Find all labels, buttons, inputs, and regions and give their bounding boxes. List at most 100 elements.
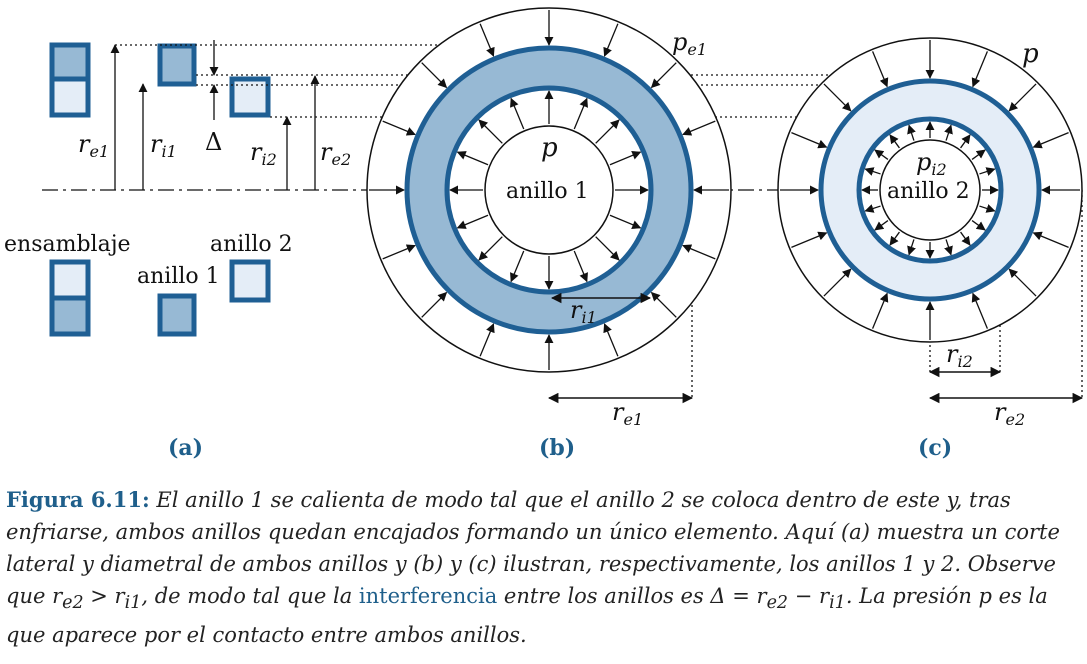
pressure-arrow	[971, 149, 986, 160]
pressure-arrow	[510, 97, 525, 130]
pressure-arrow	[682, 120, 716, 136]
pressure-arrow	[971, 292, 989, 329]
ring1-section-bottom	[157, 293, 197, 337]
pressure-arrow	[791, 231, 828, 249]
caption-sub-e2b: e2	[766, 593, 789, 614]
pressure-arrow	[823, 268, 852, 297]
pressure-arrow	[603, 323, 619, 357]
pressure-arrow	[979, 167, 996, 176]
ring2-external-pressure-arrows	[780, 40, 1080, 340]
ring1-inner-pressure-boundary	[484, 125, 614, 255]
pressure-arrow	[960, 231, 971, 246]
pressure-arrow	[478, 236, 503, 261]
pressure-arrow	[650, 62, 677, 89]
ring1-outer-edge	[404, 45, 694, 335]
pressure-arrow	[573, 250, 588, 283]
label-ri2-a: ri2	[250, 138, 277, 169]
pressure-arrow	[1032, 231, 1069, 249]
pressure-arrow	[889, 231, 900, 246]
pressure-arrow	[871, 51, 889, 88]
pressure-arrow	[907, 239, 916, 256]
caption-text-mid: , de modo tal que la	[141, 584, 359, 608]
pressure-arrow	[1008, 268, 1037, 297]
pressure-arrow	[979, 204, 996, 213]
pressure-arrow	[479, 23, 495, 57]
pressure-arrow	[650, 291, 677, 318]
ring2-inner-pressure-boundary	[879, 139, 981, 241]
label-ri1-a: ri1	[150, 130, 177, 161]
pressure-arrow	[889, 134, 900, 149]
pressure-arrow	[971, 220, 986, 231]
caption-figure-label: Figura 6.11:	[6, 487, 150, 512]
label-p-c: p	[1022, 39, 1039, 69]
label-anillo1-a: anillo 1	[137, 264, 220, 289]
ring1-body	[407, 48, 691, 332]
pressure-arrow	[960, 134, 971, 149]
label-anillo1-b: anillo 1	[506, 179, 589, 204]
caption-sub-i1b: i1	[829, 593, 846, 614]
caption-minus: − r	[788, 584, 830, 608]
caption-text-after: entre los anillos es Δ = r	[497, 584, 767, 608]
pressure-arrow	[944, 239, 953, 256]
pressure-arrow	[595, 236, 620, 261]
pressure-arrow	[971, 51, 989, 88]
pressure-arrow	[791, 131, 828, 149]
pressure-arrow	[603, 23, 619, 57]
pressure-arrow	[823, 83, 852, 112]
pressure-arrow	[864, 204, 881, 213]
assembly-ring1-section-top	[49, 42, 91, 82]
pressure-arrow	[478, 119, 503, 144]
pressure-arrow	[682, 244, 716, 260]
assembly-ring1-section-bottom	[49, 295, 91, 337]
pressure-arrow	[456, 151, 489, 166]
ring2-internal-pressure-arrows	[861, 121, 999, 259]
caption-gt: > r	[83, 584, 125, 608]
pressure-arrow	[1032, 131, 1069, 149]
pressure-arrow	[479, 323, 495, 357]
ring1-external-pressure-arrows	[369, 10, 729, 370]
label-re1-b: re1	[612, 398, 643, 429]
label-re1: re1	[78, 130, 109, 161]
panel-label-b: (b)	[539, 435, 575, 461]
label-pi2: pi2	[916, 148, 947, 179]
pressure-arrow	[421, 291, 448, 318]
figure-caption: Figura 6.11: El anillo 1 se calienta de …	[6, 484, 1084, 651]
pressure-arrow	[510, 250, 525, 283]
panel-c-ring2: p pi2 anillo 2 ri2 re2 (c)	[777, 37, 1084, 461]
pressure-arrow	[874, 149, 889, 160]
panel-label-c: (c)	[918, 435, 952, 461]
pressure-arrow	[573, 97, 588, 130]
caption-interferencia-link[interactable]: interferencia	[358, 584, 498, 608]
caption-sub-e2: e2	[62, 593, 84, 614]
pressure-arrow	[864, 167, 881, 176]
pressure-arrow	[1008, 83, 1037, 112]
label-re2-a: re2	[320, 138, 351, 169]
assembly-ring2-section-bottom	[49, 259, 91, 301]
ring-interference-diagram: re1 ri1 Δ ri2 re2 ensamblaje anillo 1 an…	[4, 7, 1084, 461]
label-pe1: pe1	[672, 28, 707, 59]
caption-sub-i1: i1	[124, 593, 142, 614]
label-ri2-c: ri2	[946, 340, 973, 371]
ring2-outer-edge	[818, 78, 1042, 302]
panel-b-ring1: p anillo 1 pe1 ri1 re1 (b)	[366, 7, 732, 461]
pressure-arrow	[871, 292, 889, 329]
pressure-arrow	[907, 124, 916, 141]
assembly-ring2-section-top	[49, 76, 91, 118]
label-ensamblaje: ensamblaje	[4, 232, 131, 257]
pressure-arrow	[382, 244, 416, 260]
pressure-arrow	[944, 124, 953, 141]
ring1-section-top	[157, 43, 197, 87]
ring1-internal-pressure-arrows	[449, 90, 649, 290]
label-delta: Δ	[205, 128, 222, 156]
label-p: p	[541, 133, 558, 163]
label-ri1-b: ri1	[570, 296, 597, 327]
label-anillo2-c: anillo 2	[887, 179, 970, 204]
pressure-arrow	[421, 62, 448, 89]
label-anillo2-a: anillo 2	[210, 232, 293, 257]
pressure-arrow	[609, 151, 642, 166]
pressure-arrow	[382, 120, 416, 136]
pressure-arrow	[609, 214, 642, 229]
caption-text-before: El anillo 1 se calienta de modo tal que …	[6, 488, 1060, 608]
pressure-arrow	[456, 214, 489, 229]
caption-text-end: . La presión p es la que aparece por el …	[6, 584, 1048, 648]
